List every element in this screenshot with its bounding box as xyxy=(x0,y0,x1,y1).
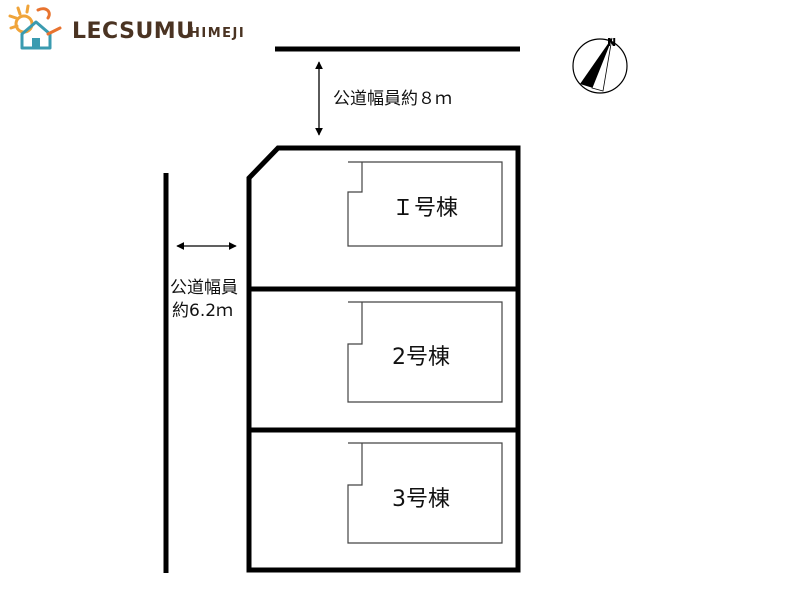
site-boundary xyxy=(246,145,521,573)
building-outline-3 xyxy=(347,442,503,544)
north-road-width-label: 公道幅員約８ｍ xyxy=(333,89,452,109)
west-road-width-label-line2: 約6.2ｍ xyxy=(172,301,234,321)
lot-label-1: Ｉ号棟 xyxy=(392,196,459,221)
logo-house-icon xyxy=(8,4,62,50)
building-outline-2 xyxy=(347,301,503,403)
west-road-width-label-line1: 公道幅員 xyxy=(170,278,238,298)
north-arrow-icon: N xyxy=(572,36,628,94)
building-outline-1 xyxy=(347,161,503,247)
brand-name: LECSUMU xyxy=(72,19,195,44)
brand-region: HIMEJI xyxy=(189,26,246,41)
lot-label-3: 3号棟 xyxy=(392,487,450,512)
brand-logo: LECSUMU HIMEJI xyxy=(8,4,278,52)
compass-north-label: N xyxy=(607,36,616,49)
lot-label-2: 2号棟 xyxy=(392,345,450,370)
